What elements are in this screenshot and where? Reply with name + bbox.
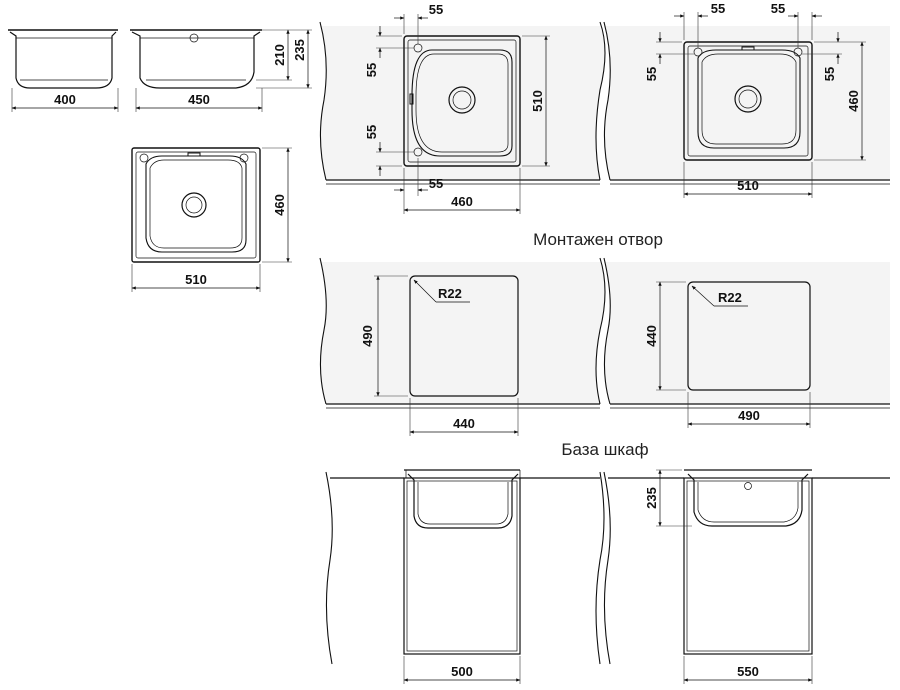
top-height-label: 460: [272, 194, 287, 216]
left-offset-top-label: 55: [429, 2, 443, 17]
cab-right-width-label: 550: [737, 664, 759, 679]
cutout-caption: Монтажен отвор: [533, 230, 663, 249]
cut-right-height-label: 440: [644, 325, 659, 347]
right-width-label: 510: [737, 178, 759, 193]
side-view: 450 210 235: [130, 29, 312, 112]
total-depth-label: 235: [292, 39, 307, 61]
front-width-label: 400: [54, 92, 76, 107]
cab-right-depth-label: 235: [644, 487, 659, 509]
top-view: 510 460: [131, 147, 292, 292]
left-width-label: 460: [451, 194, 473, 209]
cut-left-height-label: 490: [360, 325, 375, 347]
cabinet-right-panel: 235 550: [603, 469, 890, 684]
cut-left-width-label: 440: [453, 416, 475, 431]
cabinet-left-panel: 500: [325, 469, 605, 684]
right-side-right-label: 55: [822, 67, 837, 81]
left-height-label: 510: [530, 90, 545, 112]
cut-left-radius-label: R22: [438, 286, 462, 301]
left-side-lower-label: 55: [364, 125, 379, 139]
left-offset-bottom-label: 55: [429, 176, 443, 191]
side-width-label: 450: [188, 92, 210, 107]
right-offset-a-label: 55: [711, 1, 725, 16]
inset-right-panel: 55 55 55 55 460 510: [603, 1, 890, 198]
cutout-right-panel: R22 440 490: [603, 257, 890, 428]
cab-left-width-label: 500: [451, 664, 473, 679]
cut-right-width-label: 490: [738, 408, 760, 423]
right-height-label: 460: [846, 90, 861, 112]
inset-left-panel: 55 55 55 55 460 510: [319, 2, 606, 214]
right-side-left-label: 55: [644, 67, 659, 81]
right-offset-b-label: 55: [771, 1, 785, 16]
top-width-label: 510: [185, 272, 207, 287]
bowl-depth-label: 210: [272, 44, 287, 66]
cutout-left-panel: R22 490 440: [319, 257, 606, 436]
left-side-upper-label: 55: [364, 63, 379, 77]
front-view: 400: [8, 29, 119, 112]
cut-right-radius-label: R22: [718, 290, 742, 305]
cabinet-caption: База шкаф: [561, 440, 648, 459]
